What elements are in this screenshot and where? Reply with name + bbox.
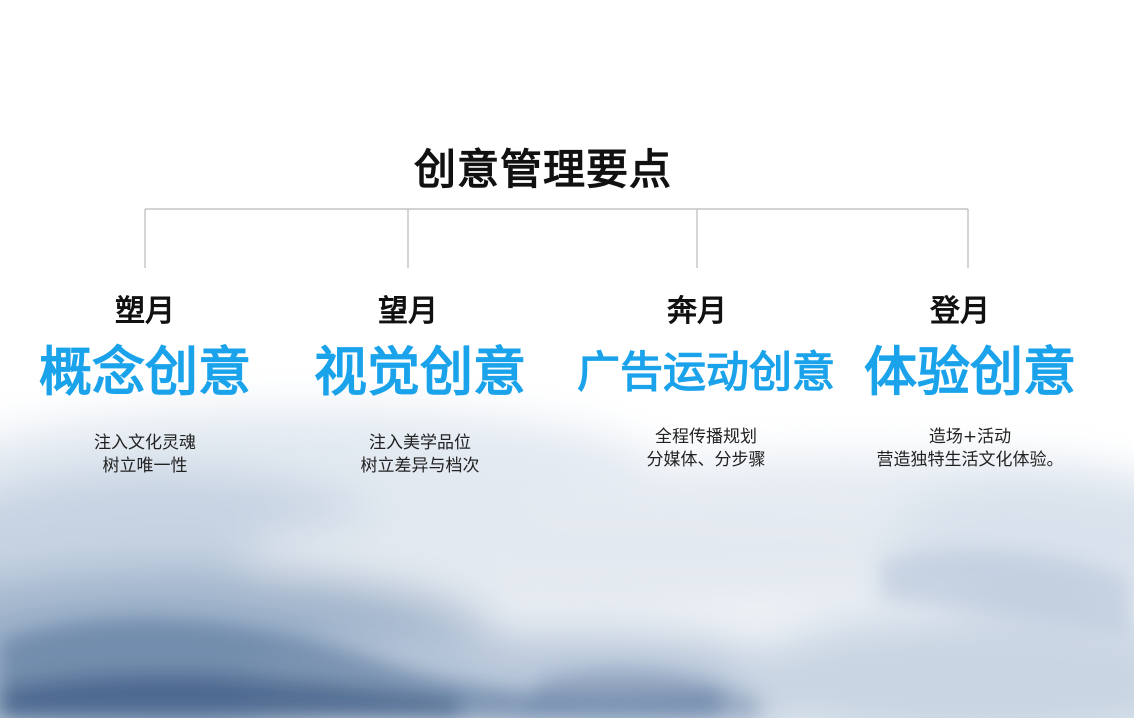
branch-4-line-1: 造场+活动 (928, 427, 1012, 447)
branch-1-line-1: 注入文化灵魂 (94, 433, 196, 453)
branch-2: 望月 视觉创意 注入美学品位 树立差异与档次 (290, 292, 550, 478)
branch-4-month: 登月 (930, 294, 990, 329)
branch-3-line-2: 分媒体、分步骤 (646, 450, 766, 470)
branch-4-description: 造场+活动 营造独特生活文化体验。 (840, 426, 1100, 472)
branch-2-month: 望月 (378, 294, 438, 329)
branch-3-headline: 广告运动创意 (577, 348, 835, 398)
branch-3-month: 奔月 (667, 294, 727, 329)
branch-4: 登月 体验创意 造场+活动 营造独特生活文化体验。 (840, 292, 1100, 472)
branch-1-headline: 概念创意 (39, 342, 251, 403)
branch-3-description: 全程传播规划 分媒体、分步骤 (556, 426, 856, 472)
branch-4-line-2: 营造独特生活文化体验。 (876, 450, 1064, 470)
branch-1-description: 注入文化灵魂 树立唯一性 (15, 432, 275, 478)
branch-3-line-1: 全程传播规划 (655, 427, 757, 447)
branch-1-month: 塑月 (115, 294, 175, 329)
diagram-title: 创意管理要点 (413, 145, 672, 194)
branch-2-headline: 视觉创意 (314, 342, 526, 403)
branch-1-line-2: 树立唯一性 (102, 456, 188, 476)
branch-3: 奔月 广告运动创意 全程传播规划 分媒体、分步骤 (556, 292, 856, 472)
branch-2-line-1: 注入美学品位 (369, 433, 471, 453)
branch-2-description: 注入美学品位 树立差异与档次 (290, 432, 550, 478)
branch-1: 塑月 概念创意 注入文化灵魂 树立唯一性 (15, 292, 275, 478)
branch-2-line-2: 树立差异与档次 (360, 456, 480, 476)
branch-4-headline: 体验创意 (864, 342, 1076, 403)
